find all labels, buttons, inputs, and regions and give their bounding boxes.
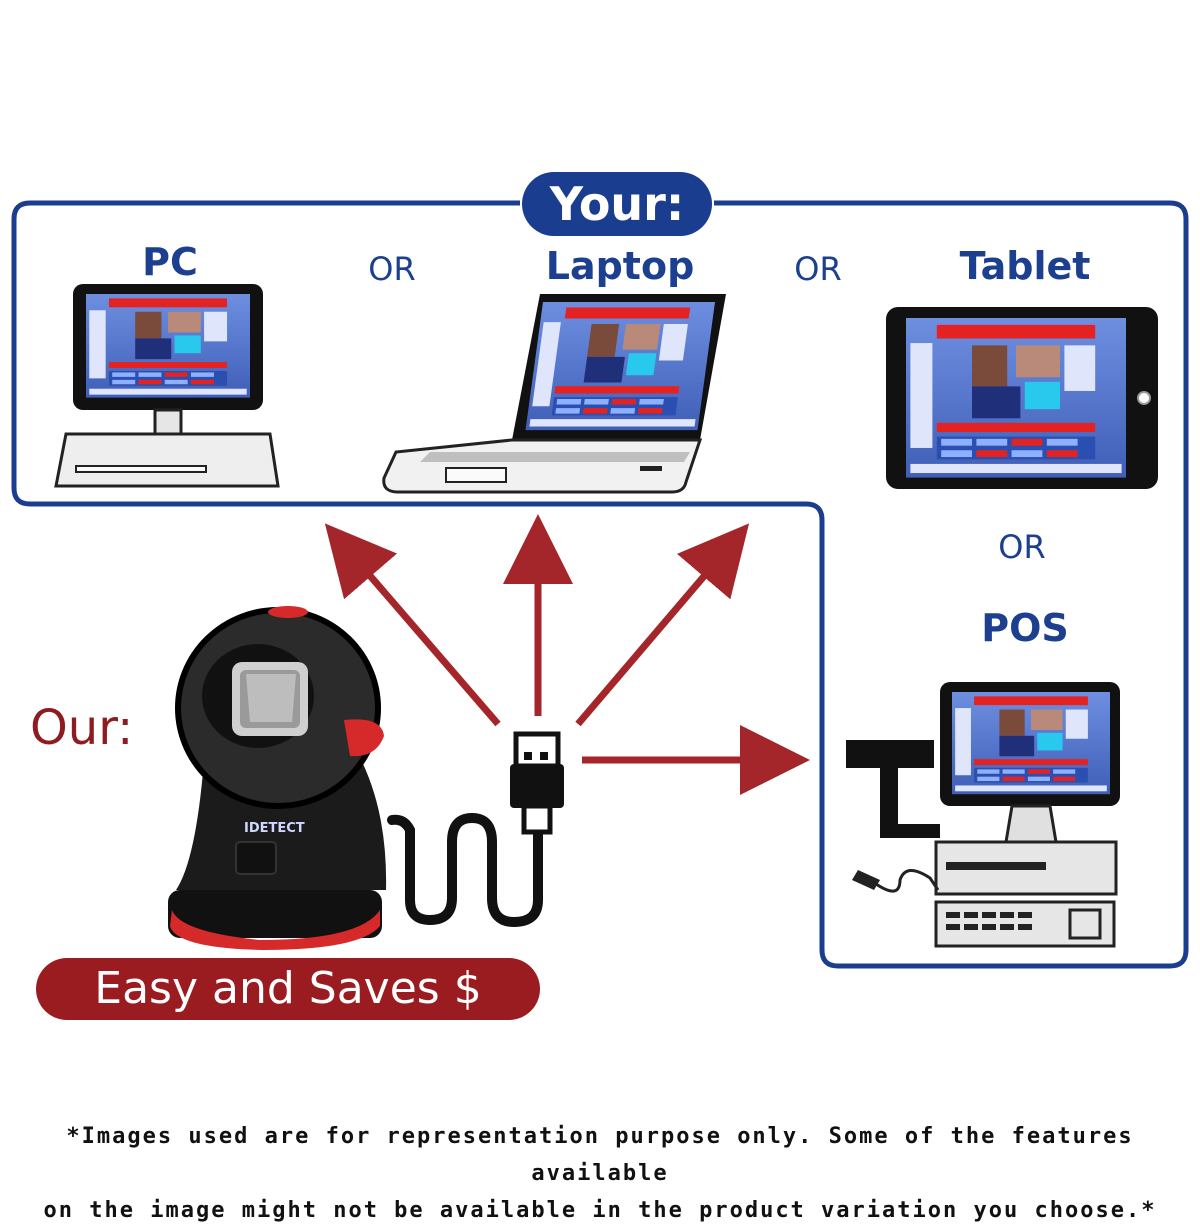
or-separator-3: OR [998,528,1046,566]
or-separator-1: OR [368,250,416,288]
devices-frame [11,200,1189,969]
title-pill: Your: [522,172,712,236]
disclaimer-line-1: *Images used are for representation purp… [66,1124,1134,1186]
barcode-scanner: IDETECT [168,606,387,950]
device-label-tablet: Tablet [959,244,1091,288]
scanner-brand: IDETECT [244,821,305,836]
or-separator-2: OR [794,250,842,288]
usb-cable [387,731,564,928]
arrow-to-tablet [575,523,750,727]
laptop-illustration [382,294,726,494]
disclaimer-line-2: on the image might not be available in t… [43,1198,1157,1223]
arrow-to-pc [324,523,501,727]
device-label-laptop: Laptop [545,244,695,288]
tablet-illustration [886,307,1158,489]
device-label-pos: POS [981,606,1069,650]
diagram-graphics: IDETECT [11,200,1189,969]
our-label: Our: [30,700,134,756]
connection-arrows [324,514,810,795]
device-label-pc: PC [142,240,198,284]
disclaimer: *Images used are for representation purp… [0,1118,1200,1229]
pc-illustration [54,284,280,488]
pos-illustration [846,682,1120,948]
cta-banner: Easy and Saves $ [36,958,540,1020]
